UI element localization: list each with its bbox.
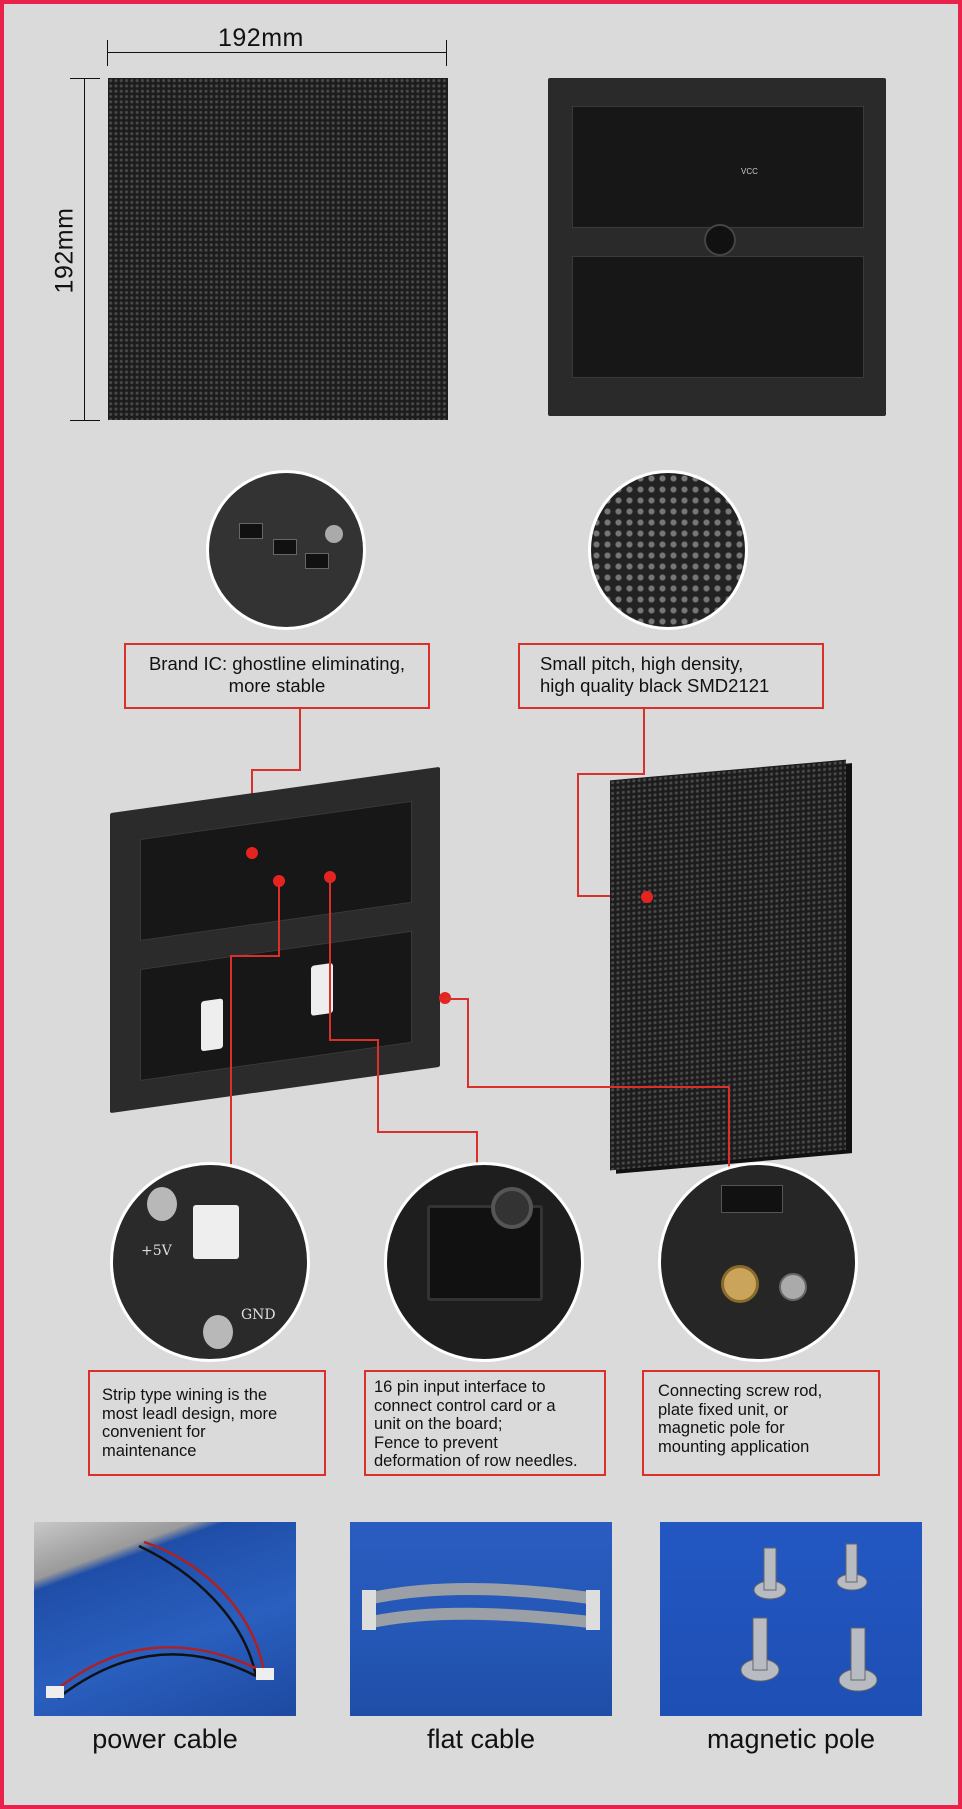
width-dimension-label: 192mm <box>218 24 304 52</box>
dimension-left-tick-bottom <box>70 420 100 421</box>
ic-closeup-circle <box>206 470 366 630</box>
callout-line <box>299 709 301 771</box>
screw-rod-closeup <box>658 1162 858 1362</box>
magnetic-pole-icon <box>740 1543 878 1692</box>
magnetic-pole-photo <box>660 1522 922 1716</box>
driver-board-lower <box>572 256 864 378</box>
callout-dot <box>324 871 336 883</box>
callout-line <box>467 998 469 1088</box>
callout-line <box>643 709 645 775</box>
callout-line <box>577 773 579 897</box>
callout-line <box>476 1131 478 1167</box>
pin-interface-callout: 16 pin input interface to connect contro… <box>364 1370 606 1476</box>
mount-hole-icon <box>491 1187 533 1229</box>
brand-ic-callout: Brand IC: ghostline eliminating, more st… <box>124 643 430 709</box>
plus5v-label: +5V <box>141 1243 172 1259</box>
power-cable-icon <box>46 1540 274 1699</box>
flat-cable-icon <box>362 1583 600 1630</box>
label-sticker <box>201 998 223 1052</box>
dimension-top-tick-left <box>107 40 108 66</box>
led-module-back-angled <box>110 766 440 1114</box>
callout-dot <box>273 875 285 887</box>
screw-icon <box>779 1273 807 1301</box>
callout-line <box>230 955 280 957</box>
pixel-closeup-circle <box>588 470 748 630</box>
driver-board-upper <box>140 800 412 941</box>
power-cable-photo <box>34 1522 296 1716</box>
callout-line <box>377 1131 478 1133</box>
driver-board-lower <box>140 930 412 1081</box>
chip-icon <box>239 523 263 539</box>
capacitor-icon <box>147 1187 177 1221</box>
brass-insert-icon <box>721 1265 759 1303</box>
connector-icon <box>193 1205 239 1259</box>
pin-header-closeup <box>384 1162 584 1362</box>
flat-cable-label: flat cable <box>426 1724 536 1754</box>
chip-icon <box>721 1185 783 1213</box>
dimension-top-line <box>107 52 447 53</box>
center-mount-hole <box>704 224 736 256</box>
small-pitch-callout: Small pitch, high density, high quality … <box>518 643 824 709</box>
flat-cable-photo <box>350 1522 612 1716</box>
callout-line <box>377 1039 379 1133</box>
power-cable-label: power cable <box>92 1724 238 1754</box>
chip-icon <box>273 539 297 555</box>
callout-line <box>329 1039 379 1041</box>
dimension-top-tick-right <box>446 40 447 66</box>
led-module-back: VCC <box>548 78 886 416</box>
dimension-left-line <box>84 78 85 420</box>
led-module-front <box>108 78 448 420</box>
driver-board-upper: VCC <box>572 106 864 228</box>
callout-line <box>445 998 469 1000</box>
dimension-left-tick-top <box>70 78 100 79</box>
gnd-label: GND <box>241 1307 276 1323</box>
callout-line <box>728 1086 730 1176</box>
callout-line <box>251 769 301 771</box>
callout-dot <box>246 847 258 859</box>
strip-wiring-callout: Strip type wining is the most leadl desi… <box>88 1370 326 1476</box>
callout-line <box>230 955 232 1170</box>
callout-line <box>329 881 331 1041</box>
callout-dot <box>641 891 653 903</box>
chip-icon <box>305 553 329 569</box>
height-dimension-label: 192mm <box>50 207 79 294</box>
callout-line <box>278 885 280 957</box>
power-connector-closeup: +5V GND <box>110 1162 310 1362</box>
vcc-label: VCC <box>741 167 758 176</box>
magnetic-pole-label: magnetic pole <box>706 1724 876 1754</box>
callout-line <box>577 773 645 775</box>
screw-rod-callout: Connecting screw rod, plate fixed unit, … <box>642 1370 880 1476</box>
capacitor-icon <box>203 1315 233 1349</box>
callout-line <box>467 1086 730 1088</box>
capacitor-icon <box>325 525 343 543</box>
